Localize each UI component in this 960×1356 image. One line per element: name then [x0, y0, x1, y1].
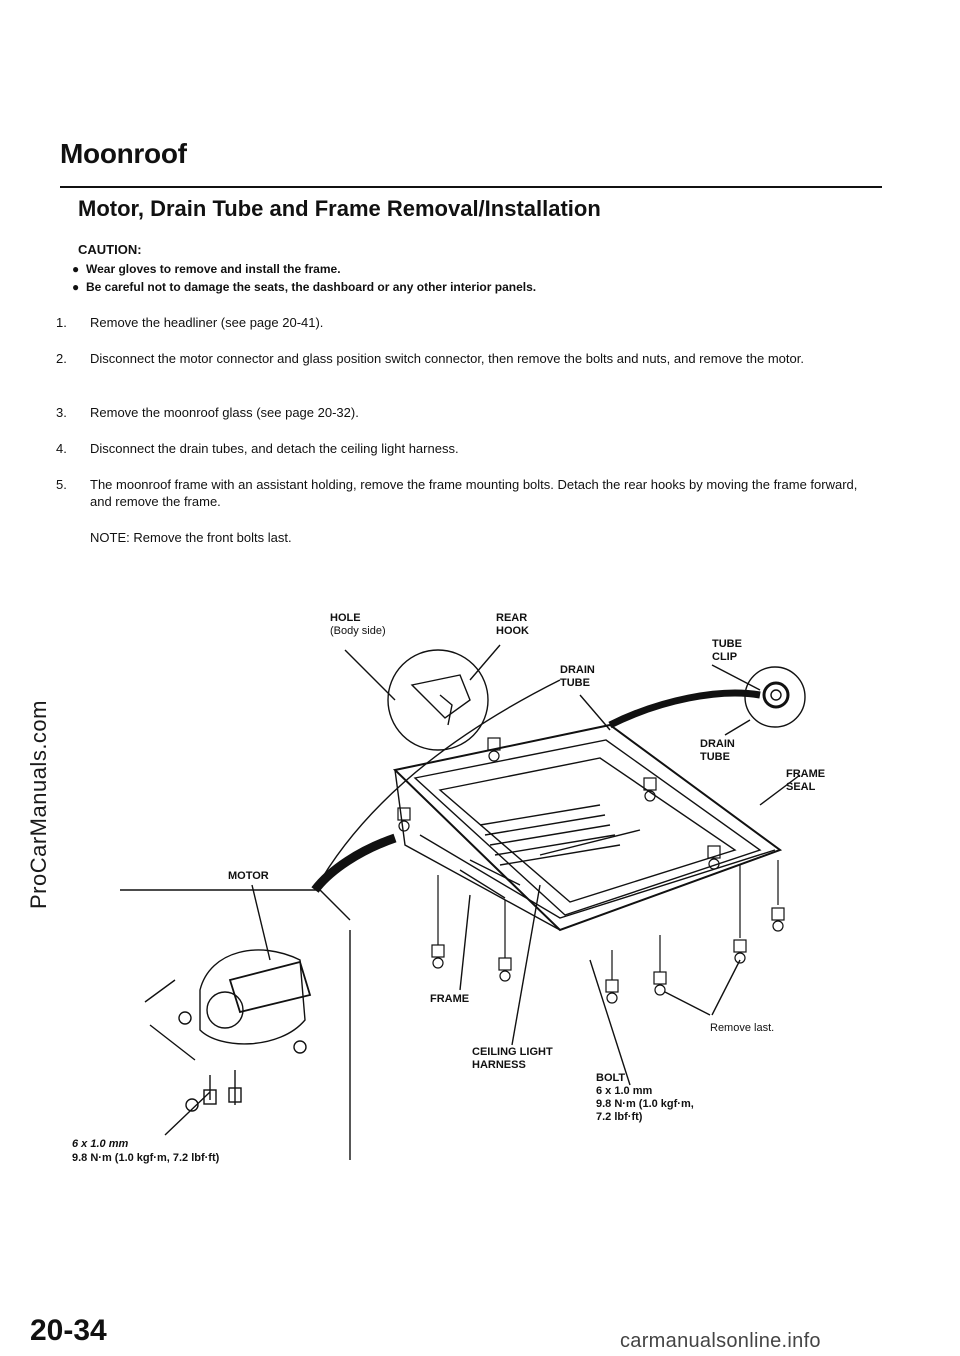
side-watermark: ProCarManuals.com — [26, 700, 51, 910]
label-rear-hook: REAR HOOK — [496, 612, 529, 637]
label-motor-bolt-size: 6 x 1.0 mm — [72, 1138, 129, 1150]
page-subtitle: Motor, Drain Tube and Frame Removal/Inst… — [78, 196, 601, 221]
bullet-icon: ● — [72, 262, 80, 276]
label-hole: HOLE — [330, 612, 361, 624]
label-remove-last: Remove last. — [710, 1022, 775, 1034]
label-hole-sub: (Body side) — [330, 625, 386, 637]
label-drain-tube-right: DRAIN TUBE — [700, 738, 735, 763]
title-rule — [60, 186, 882, 188]
label-frame: FRAME — [430, 993, 470, 1005]
caution-label: CAUTION: — [78, 242, 142, 257]
label-frame-seal: FRAME SEAL — [786, 768, 826, 793]
caution-item: ●Wear gloves to remove and install the f… — [72, 262, 341, 276]
label-drain-tube-top: DRAIN TUBE — [560, 664, 595, 689]
note-text: NOTE: Remove the front bolts last. — [90, 530, 292, 545]
label-bolt-spec: BOLT 6 x 1.0 mm 9.8 N·m (1.0 kgf·m, 7.2 … — [596, 1072, 694, 1123]
caution-item: ●Be careful not to damage the seats, the… — [72, 280, 537, 294]
label-motor: MOTOR — [228, 870, 269, 882]
page-number: 20-34 — [30, 1314, 107, 1347]
label-motor-bolt-torque: 9.8 N·m (1.0 kgf·m, 7.2 lbf·ft) — [72, 1152, 220, 1164]
label-tube-clip: TUBE CLIP — [712, 638, 742, 663]
moonroof-exploded-diagram — [120, 644, 806, 1160]
footer-watermark: carmanualsonline.info — [620, 1330, 821, 1352]
bullet-icon: ● — [72, 280, 80, 294]
section-title: Moonroof — [60, 138, 187, 169]
label-ceiling-light-harness: CEILING LIGHT HARNESS — [472, 1046, 553, 1071]
